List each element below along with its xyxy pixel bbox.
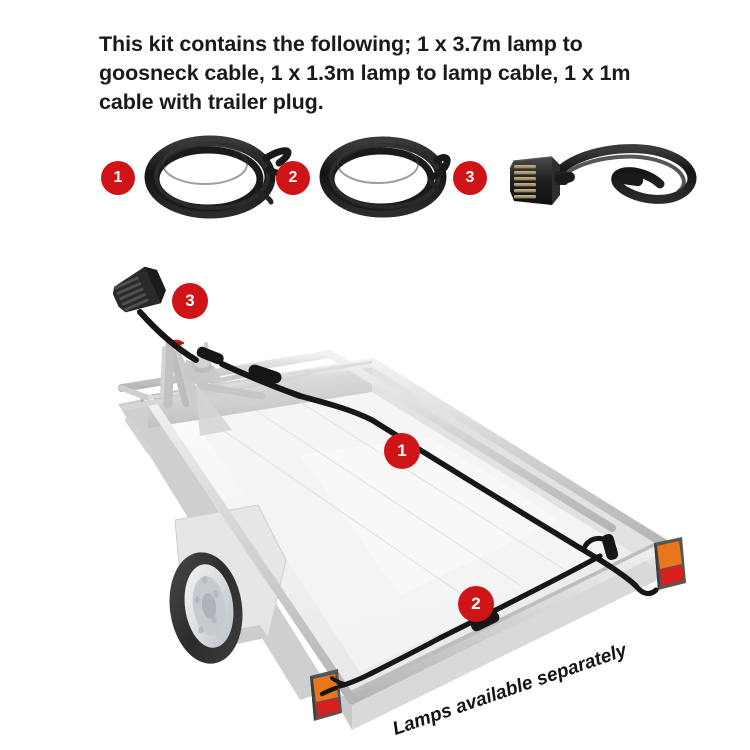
trailer-coupler: [160, 339, 266, 436]
part-1-cable-coil: [144, 135, 292, 219]
trailer-rear-posts: [348, 541, 672, 704]
scene-badge-1: 1: [384, 433, 420, 469]
trailer-plug-connector: [112, 266, 166, 313]
tail-lamp-right: [654, 537, 686, 590]
trailer-headboard: [147, 314, 373, 400]
lamps-available-note: Lamps available separately: [390, 639, 630, 740]
trailer-upper-frame: [118, 350, 616, 564]
kit-description-text: This kit contains the following; 1 x 3.7…: [99, 32, 631, 114]
scene-cabling: [112, 266, 659, 697]
tail-lamp-left: [310, 669, 342, 721]
part-badge-1: 1: [101, 161, 135, 195]
trailer-top-rails: [143, 357, 673, 705]
scene-badge-3: 3: [172, 283, 208, 319]
part-3-plug-and-cable: [509, 144, 697, 205]
part-badge-2: 2: [276, 161, 310, 195]
trailer-wheel: [169, 552, 243, 664]
scene-badge-2: 2: [458, 586, 494, 622]
part-badge-3: 3: [453, 161, 487, 195]
part-2-cable-coil: [319, 136, 451, 218]
